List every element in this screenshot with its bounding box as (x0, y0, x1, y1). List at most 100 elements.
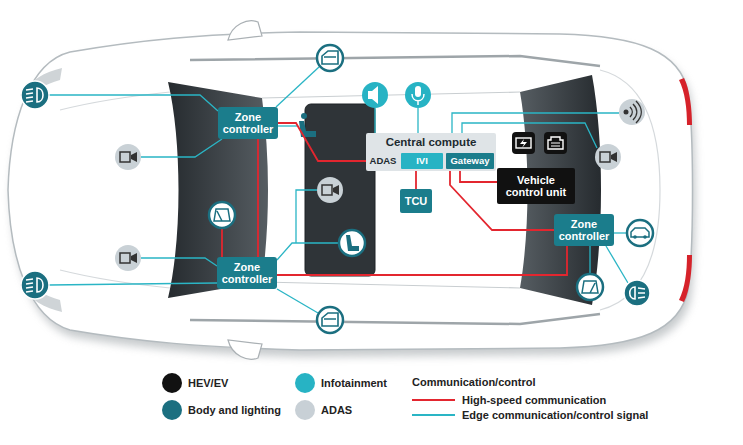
leader-lines (141, 258, 217, 266)
speaker-icon (362, 82, 388, 108)
high-speed-link (415, 169, 417, 189)
leader-lines (49, 95, 218, 111)
camera-icon (317, 177, 343, 203)
camera-icon (115, 144, 141, 170)
car-icon (643, 235, 647, 239)
battery-icon (516, 138, 531, 148)
node-title: Zone controller (554, 218, 614, 242)
leader-lines (417, 108, 418, 133)
vehicle-control-unit: Vehicle control unit (497, 168, 575, 204)
door-icon (317, 45, 343, 71)
rear-wiper-icon (577, 274, 603, 300)
adas-block: ADAS (368, 153, 398, 169)
leader-lines (276, 67, 319, 107)
leader-lines (141, 139, 222, 157)
ivi-block: IVI (401, 153, 443, 169)
legend-text: High-speed communication (462, 394, 606, 406)
car-body (8, 21, 696, 359)
legend-text: Body and lighting (188, 404, 281, 416)
legend-swatch (162, 373, 182, 393)
door-icon (322, 51, 338, 64)
leader-lines (277, 243, 339, 260)
legend-text: Infotainment (321, 377, 387, 389)
legend-line-sample (412, 399, 455, 401)
camera-icon (595, 144, 621, 170)
car-body (190, 56, 600, 324)
car-body (679, 255, 692, 302)
radar-icon (619, 99, 645, 125)
legend-text: Edge communication/control signal (462, 409, 648, 421)
driver-seat-icon (299, 113, 316, 137)
car-icon (631, 228, 649, 237)
leader-lines (614, 232, 626, 233)
seat-icon (339, 230, 365, 256)
legend-swatch (295, 400, 315, 420)
driver-seat-icon (299, 121, 316, 137)
leader-lines (606, 246, 628, 283)
radar-icon (630, 101, 641, 123)
node-title: Central compute (386, 136, 477, 149)
node-title: ADAS (370, 156, 397, 166)
headlight-icon (21, 81, 49, 109)
leader-lines (278, 125, 298, 126)
seat-icon (339, 230, 365, 256)
car-body (600, 70, 660, 310)
central-compute-box: Central computeADAS IVI Gateway (366, 133, 496, 171)
leader-lines (589, 246, 590, 274)
legend-text: ADAS (321, 404, 352, 416)
camera-icon (600, 152, 610, 162)
node-title: Zone controller (217, 261, 277, 285)
taillight-icon (624, 280, 650, 306)
camera-icon (317, 177, 343, 203)
legend-swatch (162, 400, 182, 420)
radar-icon (624, 110, 629, 115)
door-icon (322, 313, 338, 326)
taillight-icon (624, 280, 650, 306)
camera-icon (322, 185, 332, 195)
wiper-wire (221, 228, 223, 257)
node-title: Gateway (450, 156, 489, 166)
camera-icon (115, 144, 141, 170)
radar-icon (619, 99, 645, 125)
battery-icon (512, 132, 535, 154)
leader-lines (49, 283, 217, 285)
leader-lines (49, 67, 628, 313)
battery-icon (512, 132, 535, 154)
high-speed-link (277, 246, 567, 275)
high-speed-link (278, 123, 368, 161)
node-title: IVI (416, 156, 428, 166)
door-icon (317, 307, 343, 333)
microphone-icon (415, 86, 421, 97)
car-body (262, 92, 520, 288)
leader-lines (277, 289, 318, 313)
camera-icon (131, 152, 137, 162)
microphone-icon (405, 82, 431, 108)
car-body (228, 21, 262, 40)
leader-lines (296, 190, 317, 243)
zone-controller: Zone controller (218, 107, 278, 139)
camera-icon (595, 144, 621, 170)
door-icon (317, 45, 343, 71)
rear-wiper-icon (582, 281, 598, 293)
camera-icon (333, 185, 339, 195)
car-icon (633, 235, 637, 239)
zone-controller: Zone controller (217, 257, 277, 289)
high-speed-link (257, 139, 259, 257)
headlight-icon (26, 279, 33, 292)
car-body (679, 78, 692, 125)
car-body (8, 32, 693, 350)
legend-swatch (295, 373, 315, 393)
car-body (228, 340, 262, 359)
engine-icon (544, 132, 567, 154)
headlight-icon (37, 278, 43, 292)
wiper-icon (209, 202, 235, 228)
taillight-icon (638, 288, 645, 298)
taillight-icon (630, 287, 635, 299)
rear-wiper-icon (577, 274, 603, 300)
tcu-box: TCU (400, 189, 432, 213)
microphone-icon (405, 82, 431, 108)
battery-icon (520, 139, 527, 148)
speaker-icon (362, 82, 388, 108)
car-icon (627, 220, 653, 246)
